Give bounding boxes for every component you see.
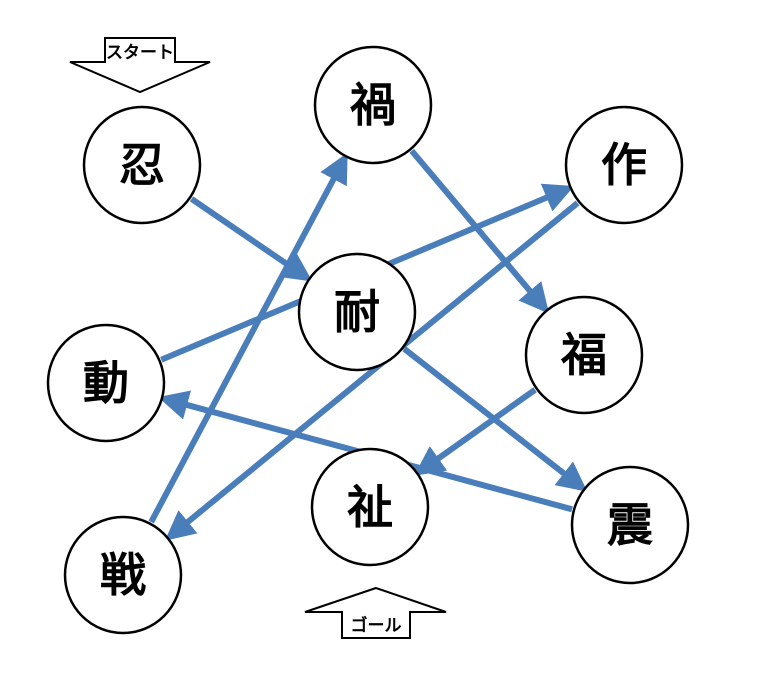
node-shin: 震 — [570, 465, 690, 585]
node-circle-nin — [82, 105, 202, 225]
node-dou: 動 — [46, 323, 166, 443]
node-circle-ka — [313, 45, 433, 165]
goal-arrow: ゴール — [304, 586, 447, 639]
node-circle-shi — [310, 447, 430, 567]
node-circle-saku — [564, 105, 684, 225]
arrow-ka-to-fuku — [409, 148, 550, 314]
node-circle-sen — [63, 515, 183, 635]
arrow-fuku-to-shi — [414, 387, 537, 476]
goal-arrow-shape — [304, 586, 447, 639]
node-sen: 戦 — [63, 515, 183, 635]
node-label-shi: 祉 — [347, 480, 393, 534]
start-arrow-shape — [69, 37, 211, 94]
arrow-saku-to-sen — [164, 200, 580, 541]
node-label-fuku: 福 — [560, 328, 607, 382]
goal-label: ゴール — [351, 615, 402, 636]
arrow-sen-to-ka — [148, 152, 348, 524]
node-label-shin: 震 — [607, 498, 653, 552]
node-label-sen: 戦 — [100, 548, 146, 602]
node-nin: 忍 — [82, 105, 202, 225]
node-circle-fuku — [524, 295, 644, 415]
node-fuku: 福 — [524, 295, 644, 415]
start-label: スタート — [106, 43, 174, 63]
node-saku: 作 — [564, 105, 684, 225]
node-shi: 祉 — [310, 447, 430, 567]
node-circle-shin — [570, 465, 690, 585]
node-label-dou: 動 — [83, 356, 129, 410]
node-label-nin: 忍 — [119, 138, 165, 192]
node-circle-dou — [46, 323, 166, 443]
edges-layer — [148, 148, 588, 541]
start-arrow: スタート — [69, 37, 211, 94]
node-circle-tai — [297, 252, 417, 372]
node-tai: 耐 — [297, 252, 417, 372]
node-label-ka: 禍 — [350, 78, 396, 132]
node-ka: 禍 — [313, 45, 433, 165]
node-label-tai: 耐 — [334, 285, 380, 339]
node-label-saku: 作 — [601, 138, 647, 192]
